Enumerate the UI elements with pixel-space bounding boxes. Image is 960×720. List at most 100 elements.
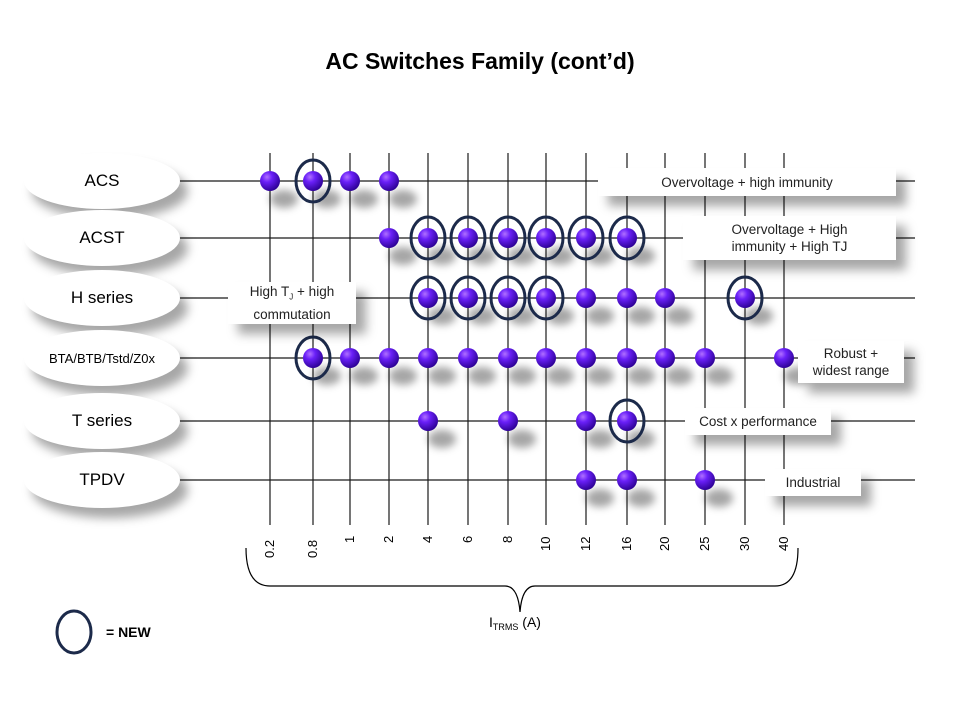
data-point <box>458 228 478 248</box>
data-point <box>260 171 280 191</box>
row-label-acst: ACST <box>24 210 180 266</box>
dot-shadow <box>428 307 456 325</box>
callout-text: Overvoltage + high immunity <box>661 174 833 190</box>
data-point <box>617 411 637 431</box>
callout-text: Overvoltage + High <box>731 222 848 237</box>
data-point <box>458 348 478 368</box>
new-ring-icon <box>608 215 646 261</box>
legend-new-ring-icon <box>55 609 93 655</box>
x-tick-label: 40 <box>776 536 791 551</box>
dot-shadow <box>350 190 378 208</box>
data-point <box>379 348 399 368</box>
callout-text: widest range <box>812 363 890 378</box>
data-point <box>576 411 596 431</box>
new-ring-icon <box>409 215 447 261</box>
data-point <box>617 288 637 308</box>
data-point <box>576 228 596 248</box>
row-label-acs: ACS <box>24 153 180 209</box>
callout-acst: Overvoltage + High immunity + High TJ <box>683 216 896 260</box>
x-axis-label: ITRMS (A) <box>489 614 541 632</box>
new-ring-icon <box>726 275 764 321</box>
x-tick-label: 12 <box>578 536 593 551</box>
x-tick-label: 10 <box>538 536 553 551</box>
data-point <box>695 470 715 490</box>
x-tick-label: 20 <box>657 536 672 551</box>
callout-text: Robust + <box>823 346 879 361</box>
new-ring-icon <box>489 275 527 321</box>
new-ring-icon <box>294 158 332 204</box>
data-point <box>536 348 556 368</box>
new-ring-icon <box>489 215 527 261</box>
new-ring-icon <box>409 275 447 321</box>
dot-shadow <box>313 367 341 385</box>
new-ring-icon <box>567 215 605 261</box>
dot-shadow <box>546 367 574 385</box>
dot-shadow <box>586 489 614 507</box>
dot-shadow <box>468 307 496 325</box>
data-point <box>617 228 637 248</box>
callout-text: commutation <box>253 306 331 322</box>
x-tick-label: 0.2 <box>262 539 277 558</box>
data-point <box>774 348 794 368</box>
row-label-bta-btb-tstd-z0x: BTA/BTB/Tstd/Z0x <box>24 330 180 386</box>
data-point <box>655 288 675 308</box>
callout-tpdv: Industrial <box>765 469 861 496</box>
dot-shadow <box>508 367 536 385</box>
page-title: AC Switches Family (cont’d) <box>325 48 635 74</box>
data-point <box>617 470 637 490</box>
dot-shadow <box>270 190 298 208</box>
callout-h-series: High TJ + high commutation <box>228 282 356 324</box>
dot-shadow <box>313 190 341 208</box>
data-point <box>655 348 675 368</box>
data-point <box>498 228 518 248</box>
dot-shadow <box>546 307 574 325</box>
dot-shadow <box>665 367 693 385</box>
dot-shadow <box>468 247 496 265</box>
x-tick-label: 1 <box>342 536 357 544</box>
callout-text: Industrial <box>785 475 841 490</box>
data-point <box>617 348 637 368</box>
data-point <box>458 288 478 308</box>
dot-shadow <box>627 367 655 385</box>
data-point <box>498 348 518 368</box>
new-ring-icon <box>294 335 332 381</box>
x-tick-label: 2 <box>381 536 396 544</box>
dot-shadow <box>627 307 655 325</box>
dot-shadow <box>627 430 655 448</box>
dot-shadow <box>586 367 614 385</box>
dot-shadow <box>627 489 655 507</box>
new-ring-icon <box>449 275 487 321</box>
dot-shadow <box>428 247 456 265</box>
callout-bta: Robust + widest range <box>798 341 904 383</box>
dot-shadow <box>586 307 614 325</box>
dot-shadow <box>508 430 536 448</box>
data-point <box>418 348 438 368</box>
dot-shadow <box>586 430 614 448</box>
data-point <box>418 288 438 308</box>
dot-shadow <box>546 247 574 265</box>
row-label-tpdv: TPDV <box>24 452 180 508</box>
callout-text: immunity + High TJ <box>731 239 848 254</box>
data-point <box>498 288 518 308</box>
new-ring-icon <box>527 215 565 261</box>
dot-shadow <box>428 430 456 448</box>
dot-shadow <box>627 247 655 265</box>
dot-shadow <box>468 367 496 385</box>
dot-shadow <box>705 367 733 385</box>
x-tick-label: 30 <box>737 536 752 551</box>
data-point <box>418 411 438 431</box>
dot-shadow <box>745 307 773 325</box>
data-point <box>536 228 556 248</box>
dot-shadow <box>705 489 733 507</box>
row-label-t-series: T series <box>24 393 180 449</box>
new-ring-icon <box>608 398 646 444</box>
x-tick-label: 8 <box>500 536 515 544</box>
data-point <box>379 171 399 191</box>
callout-t-series: Cost x performance <box>685 408 831 435</box>
dot-shadow <box>389 247 417 265</box>
dot-shadow <box>428 367 456 385</box>
data-point <box>536 288 556 308</box>
new-ring-icon <box>527 275 565 321</box>
dots <box>260 158 794 490</box>
data-point <box>498 411 518 431</box>
